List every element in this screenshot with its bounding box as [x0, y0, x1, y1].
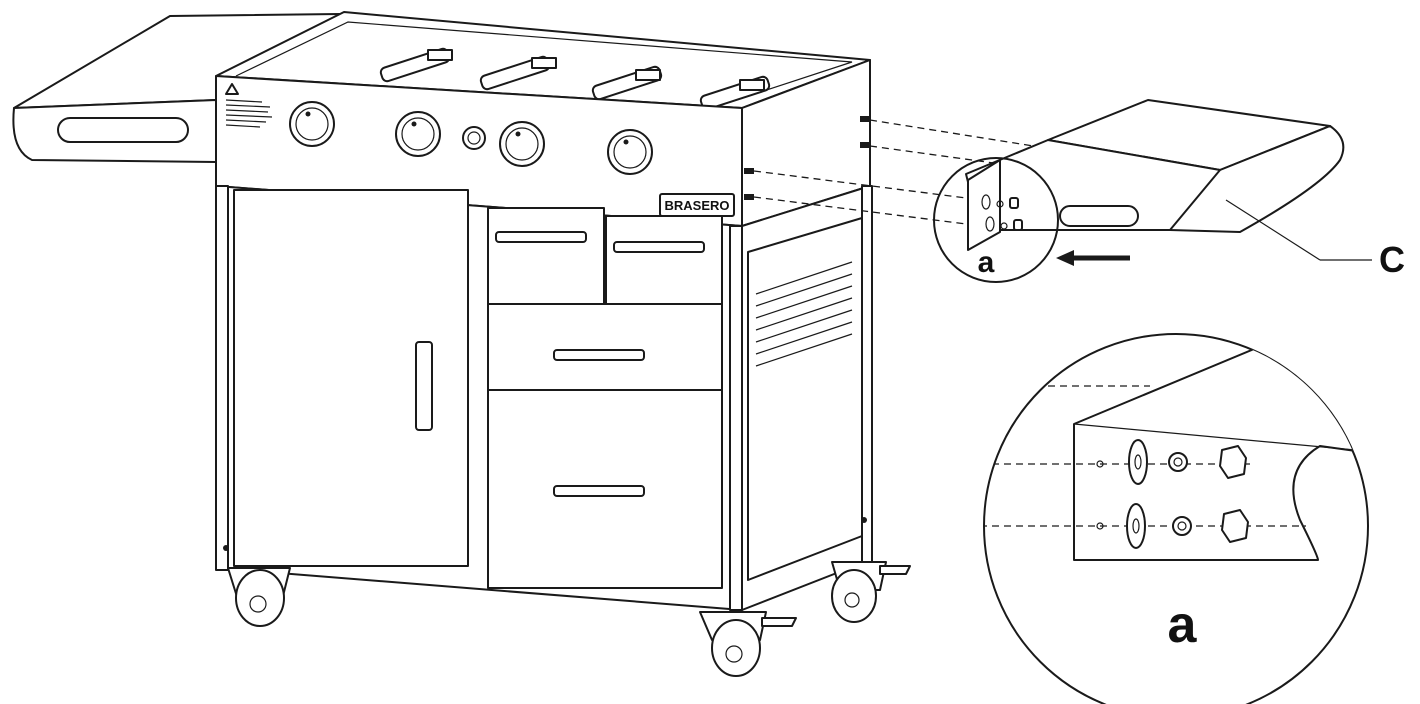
- caster-front-right: [699, 611, 797, 677]
- drawer-handle-4: [553, 485, 645, 497]
- brand-logo: BRASERO: [659, 193, 735, 217]
- knob-1: [289, 101, 335, 147]
- detail-callout-large: a: [983, 333, 1369, 704]
- brand-logo-text: BRASERO: [664, 198, 729, 213]
- caster-rear-right: [831, 561, 911, 623]
- warning-label-text: [225, 99, 273, 128]
- drawer-handle-1: [495, 231, 587, 243]
- right-side-shelf: C: [965, 99, 1405, 280]
- knob-4: [607, 129, 653, 175]
- left-side-shelf: [12, 13, 341, 163]
- detail-label-large: a: [1168, 596, 1198, 654]
- left-shelf-handle: [57, 117, 189, 143]
- control-panel: BRASERO: [215, 59, 871, 227]
- washer-upper: [1128, 439, 1148, 485]
- drawer-top-left: [487, 207, 605, 305]
- detail-label-small: a: [978, 246, 995, 279]
- side-screws: [744, 116, 870, 200]
- door-handle: [415, 341, 433, 431]
- warning-triangle-icon: [225, 83, 239, 95]
- caster-brake-pedal: [761, 617, 797, 627]
- washer-lower: [1126, 503, 1146, 549]
- nut-upper: [1219, 445, 1247, 479]
- grill-top: [215, 11, 871, 111]
- lock-washer-upper: [1168, 452, 1188, 472]
- part-label-c: C: [1379, 239, 1405, 280]
- lock-washer-lower: [1172, 516, 1192, 536]
- igniter-button: [462, 126, 486, 150]
- drawer-top-right: [605, 215, 723, 313]
- side-vents: [755, 261, 853, 367]
- left-arrow-icon: [1056, 250, 1130, 266]
- drawer-handle-2: [613, 241, 705, 253]
- nut-lower: [1221, 509, 1249, 543]
- caster-front-left: [227, 567, 291, 627]
- side-vent-panel: [747, 217, 863, 581]
- casters: [227, 561, 911, 677]
- detail-callout-small: a: [933, 157, 1130, 283]
- right-shelf-handle: [1059, 205, 1139, 227]
- caster-rear-brake-pedal: [879, 565, 911, 575]
- burner-tubes: [379, 47, 771, 111]
- knob-2: [395, 111, 441, 157]
- knob-3: [499, 121, 545, 167]
- cabinet-body: [215, 185, 873, 611]
- drawer-handle-3: [553, 349, 645, 361]
